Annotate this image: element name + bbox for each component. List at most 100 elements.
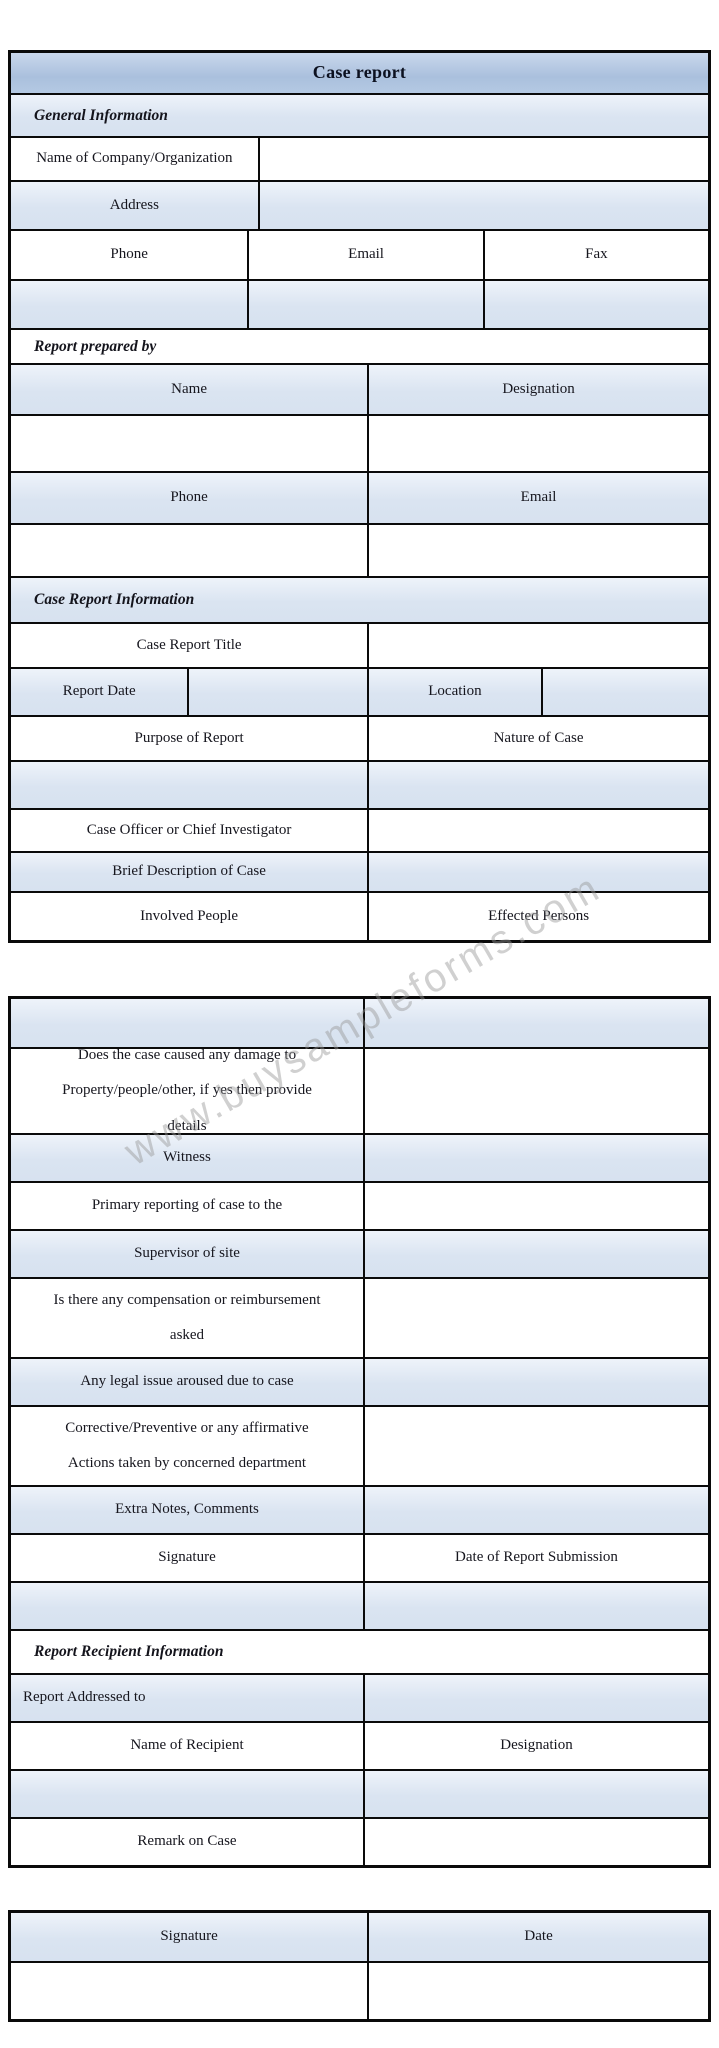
form-row: Signature Date of Report Submission <box>11 1533 708 1581</box>
form-row: Supervisor of site <box>11 1229 708 1277</box>
blank-input-field[interactable] <box>362 1049 708 1133</box>
form-row <box>11 523 708 576</box>
email-label: Email <box>367 473 708 523</box>
blank-input-field[interactable] <box>362 1819 708 1865</box>
form-row <box>11 414 708 471</box>
form-row: Case Officer or Chief Investigator <box>11 808 708 851</box>
does-the-case-caused-any-damage-to-property-people-other-if-yes-then-provide-details-label: Does the case caused any damage to Prope… <box>62 1047 312 1134</box>
form-row: Witness <box>11 1133 708 1181</box>
form-row: Name of Company/Organization <box>11 136 708 180</box>
form-row: Extra Notes, Comments <box>11 1485 708 1533</box>
blank-input-field[interactable] <box>362 1487 708 1533</box>
blank-input-field[interactable] <box>362 1771 708 1817</box>
form-row: Does the case caused any damage to Prope… <box>11 1047 708 1134</box>
section-header-general-information: General Information <box>34 106 168 124</box>
report-date-label: Report Date <box>62 683 136 700</box>
blank-input-field[interactable] <box>247 281 483 328</box>
form-row <box>11 1961 708 2019</box>
form-row: Report prepared by <box>11 328 708 363</box>
case-details-table: Does the case caused any damage to Prope… <box>8 996 711 1868</box>
form-row <box>11 1581 708 1629</box>
blank-input-field[interactable] <box>362 1183 708 1229</box>
address-label: Address <box>109 196 159 213</box>
blank-input-field[interactable] <box>362 1279 708 1357</box>
blank-input-field[interactable] <box>362 1135 708 1181</box>
case-report-title-label: Case Report Title <box>136 636 242 653</box>
name-of-recipient-label: Name of Recipient <box>130 1737 244 1754</box>
blank-input-field[interactable] <box>362 1675 708 1721</box>
extra-notes-comments-label: Extra Notes, Comments <box>115 1501 259 1518</box>
form-row: Case Report Information <box>11 576 708 622</box>
form-row: General Information <box>11 93 708 136</box>
blank-input-field[interactable] <box>367 525 708 576</box>
blank-input-field[interactable] <box>11 281 247 328</box>
blank-input-field[interactable] <box>362 1583 708 1629</box>
blank-input-field[interactable] <box>11 1771 363 1817</box>
remark-on-case-label: Remark on Case <box>137 1833 237 1850</box>
email-label: Email <box>247 231 483 279</box>
corrective-preventive-or-any-affirmative-actions-taken-by-concerned-department-label: Corrective/Preventive or any affirmative… <box>65 1419 309 1471</box>
nature-of-case-label: Nature of Case <box>367 717 708 760</box>
section-header-report-prepared-by: Report prepared by <box>34 337 157 355</box>
form-row: Remark on Case <box>11 1817 708 1865</box>
name-label: Name <box>171 380 207 397</box>
case-officer-or-chief-investigator-label: Case Officer or Chief Investigator <box>86 821 292 838</box>
blank-input-field[interactable] <box>11 416 367 471</box>
blank-input-field[interactable] <box>367 810 708 851</box>
blank-input-field[interactable] <box>367 416 708 471</box>
primary-reporting-of-case-to-the-label: Primary reporting of case to the <box>91 1197 283 1214</box>
brief-description-of-case-label: Brief Description of Case <box>112 863 266 880</box>
form-row <box>11 1769 708 1817</box>
is-there-any-compensation-or-reimbursement-asked-label: Is there any compensation or reimburseme… <box>53 1291 321 1343</box>
involved-people-label: Involved People <box>140 907 239 924</box>
form-row: Involved People Effected Persons <box>11 891 708 940</box>
supervisor-of-site-label: Supervisor of site <box>134 1245 240 1262</box>
effected-persons-label: Effected Persons <box>367 893 708 940</box>
blank-input-field[interactable] <box>540 669 708 715</box>
form-row: Name of Recipient Designation <box>11 1721 708 1769</box>
blank-input-field[interactable] <box>482 281 708 328</box>
form-row: Is there any compensation or reimburseme… <box>11 1277 708 1357</box>
form-row: Report Date Location <box>11 667 708 715</box>
section-header-case-report-information: Case Report Information <box>34 591 195 609</box>
blank-input-field[interactable] <box>367 853 708 891</box>
blank-input-field[interactable] <box>187 669 367 715</box>
form-row: Primary reporting of case to the <box>11 1181 708 1229</box>
purpose-of-report-label: Purpose of Report <box>134 729 244 746</box>
phone-label: Phone <box>170 489 208 506</box>
blank-input-field[interactable] <box>11 1963 367 2019</box>
form-row: Purpose of Report Nature of Case <box>11 715 708 760</box>
location-label: Location <box>367 669 541 715</box>
blank-input-field[interactable] <box>257 182 708 229</box>
date-label: Date <box>367 1913 708 1961</box>
form-row: Report Addressed to <box>11 1673 708 1721</box>
blank-input-field[interactable] <box>367 1963 708 2019</box>
blank-input-field[interactable] <box>367 762 708 808</box>
name-of-company-organization-label: Name of Company/Organization <box>36 150 233 167</box>
form-row: Case Report Title <box>11 622 708 667</box>
form-row: Any legal issue aroused due to case <box>11 1357 708 1405</box>
blank-input-field[interactable] <box>11 525 367 576</box>
date-of-report-submission-label: Date of Report Submission <box>362 1535 708 1581</box>
blank-input-field[interactable] <box>362 1407 708 1485</box>
blank-input-field[interactable] <box>362 1231 708 1277</box>
report-addressed-to-label: Report Addressed to <box>23 1689 146 1706</box>
any-legal-issue-aroused-due-to-case-label: Any legal issue aroused due to case <box>80 1373 294 1390</box>
blank-input-field[interactable] <box>257 138 708 180</box>
form-row: Phone Email <box>11 471 708 523</box>
blank-input-field[interactable] <box>11 1583 363 1629</box>
blank-input-field[interactable] <box>362 1359 708 1405</box>
form-row: Report Recipient Information <box>11 1629 708 1673</box>
blank-input-field[interactable] <box>11 762 367 808</box>
designation-label: Designation <box>362 1723 708 1769</box>
blank-input-field[interactable] <box>362 999 708 1047</box>
fax-label: Fax <box>482 231 708 279</box>
form-title: Case report <box>312 62 407 83</box>
signature-label: Signature <box>158 1549 216 1566</box>
blank-input-field[interactable] <box>367 624 708 667</box>
